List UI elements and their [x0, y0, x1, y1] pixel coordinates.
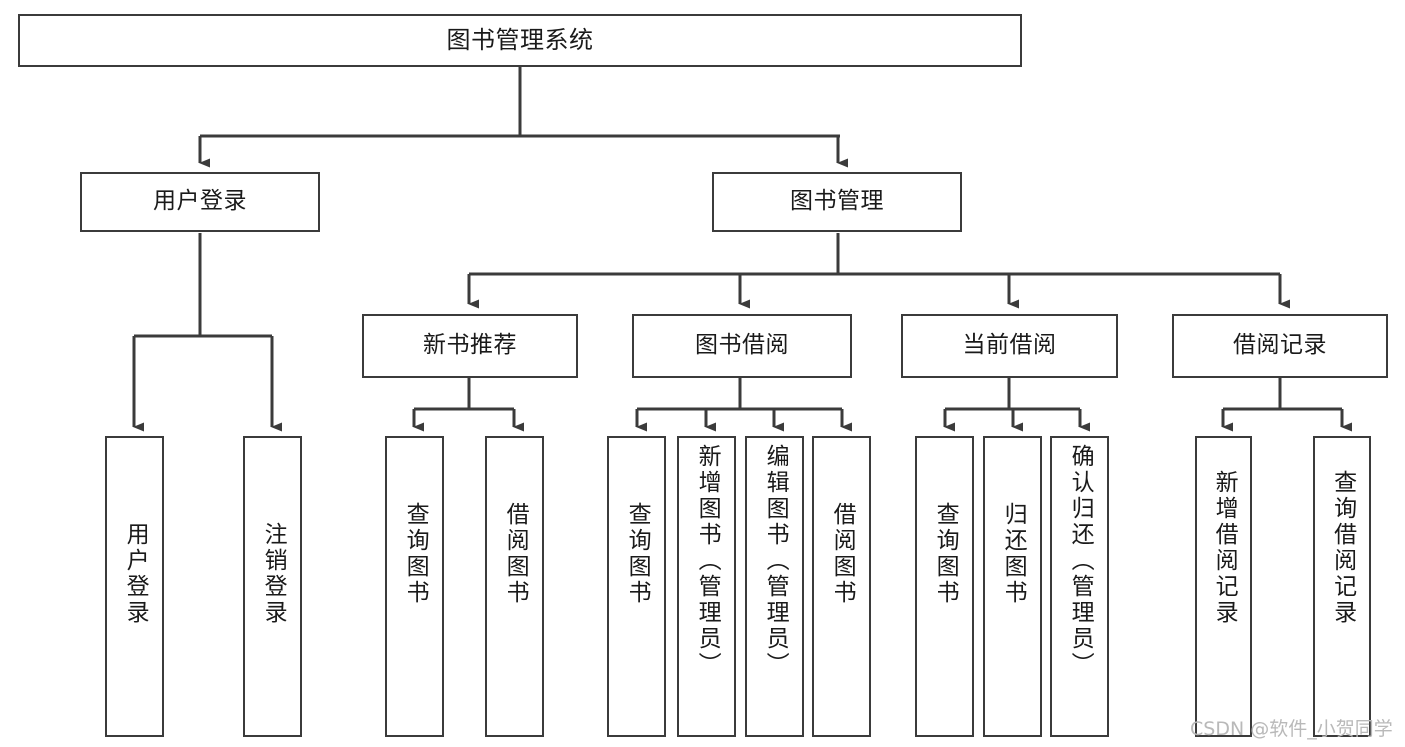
edge-new-book-rec-to-leaves — [412, 378, 524, 432]
node-leaf-user-login-label: 用户登录 — [122, 522, 149, 626]
node-leaf-add-record-label: 新增借阅记录 — [1211, 470, 1238, 626]
node-leaf-query-book-3[interactable]: 查询图书 — [915, 436, 974, 737]
node-leaf-query-book-1-label: 查询图书 — [402, 502, 429, 606]
node-leaf-add-book-label: 新增图书（管理员） — [694, 444, 721, 678]
node-new-book-rec-label: 新书推荐 — [423, 332, 517, 359]
node-leaf-confirm-return[interactable]: 确认归还（管理员） — [1050, 436, 1109, 737]
node-leaf-confirm-return-label: 确认归还（管理员） — [1067, 444, 1094, 678]
edge-user-login-to-leaves — [132, 233, 282, 432]
node-new-book-rec[interactable]: 新书推荐 — [362, 314, 578, 378]
node-leaf-query-book-1[interactable]: 查询图书 — [385, 436, 444, 737]
node-leaf-add-record[interactable]: 新增借阅记录 — [1195, 436, 1252, 737]
node-leaf-query-book-2-label: 查询图书 — [624, 502, 651, 606]
csdn-watermark: CSDN @软件_小贺同学 — [1190, 718, 1393, 740]
node-current-borrow[interactable]: 当前借阅 — [901, 314, 1118, 378]
node-leaf-query-record-label: 查询借阅记录 — [1329, 470, 1356, 626]
node-leaf-query-book-3-label: 查询图书 — [932, 502, 959, 606]
node-current-borrow-label: 当前借阅 — [962, 332, 1057, 359]
edge-book-manage-to-level3 — [467, 233, 1290, 309]
node-book-borrow-label: 图书借阅 — [695, 332, 789, 359]
node-borrow-record[interactable]: 借阅记录 — [1172, 314, 1388, 378]
node-leaf-query-record[interactable]: 查询借阅记录 — [1313, 436, 1371, 737]
node-leaf-borrow-book-2[interactable]: 借阅图书 — [812, 436, 871, 737]
node-leaf-logout-label: 注销登录 — [260, 522, 287, 626]
node-leaf-borrow-book-1-label: 借阅图书 — [502, 502, 529, 606]
node-leaf-logout[interactable]: 注销登录 — [243, 436, 302, 737]
node-root[interactable]: 图书管理系统 — [18, 14, 1022, 67]
node-leaf-borrow-book-1[interactable]: 借阅图书 — [485, 436, 544, 737]
node-leaf-edit-book-label: 编辑图书（管理员） — [762, 444, 789, 678]
node-leaf-return-book-label: 归还图书 — [1000, 502, 1027, 606]
node-leaf-borrow-book-2-label: 借阅图书 — [829, 502, 856, 606]
node-book-manage[interactable]: 图书管理 — [712, 172, 962, 232]
node-leaf-user-login[interactable]: 用户登录 — [105, 436, 164, 737]
edge-book-borrow-to-leaves — [635, 378, 852, 432]
edge-current-borrow-to-leaves — [943, 378, 1090, 432]
node-user-login-label: 用户登录 — [153, 188, 247, 215]
node-leaf-query-book-2[interactable]: 查询图书 — [607, 436, 666, 737]
node-leaf-add-book[interactable]: 新增图书（管理员） — [677, 436, 736, 737]
edge-root-to-level2 — [198, 67, 848, 168]
node-book-manage-label: 图书管理 — [790, 188, 884, 215]
node-book-borrow[interactable]: 图书借阅 — [632, 314, 852, 378]
node-leaf-edit-book[interactable]: 编辑图书（管理员） — [745, 436, 804, 737]
node-borrow-record-label: 借阅记录 — [1233, 332, 1327, 359]
node-leaf-return-book[interactable]: 归还图书 — [983, 436, 1042, 737]
edge-borrow-record-to-leaves — [1221, 378, 1352, 432]
node-user-login[interactable]: 用户登录 — [80, 172, 320, 232]
node-root-label: 图书管理系统 — [446, 26, 594, 55]
